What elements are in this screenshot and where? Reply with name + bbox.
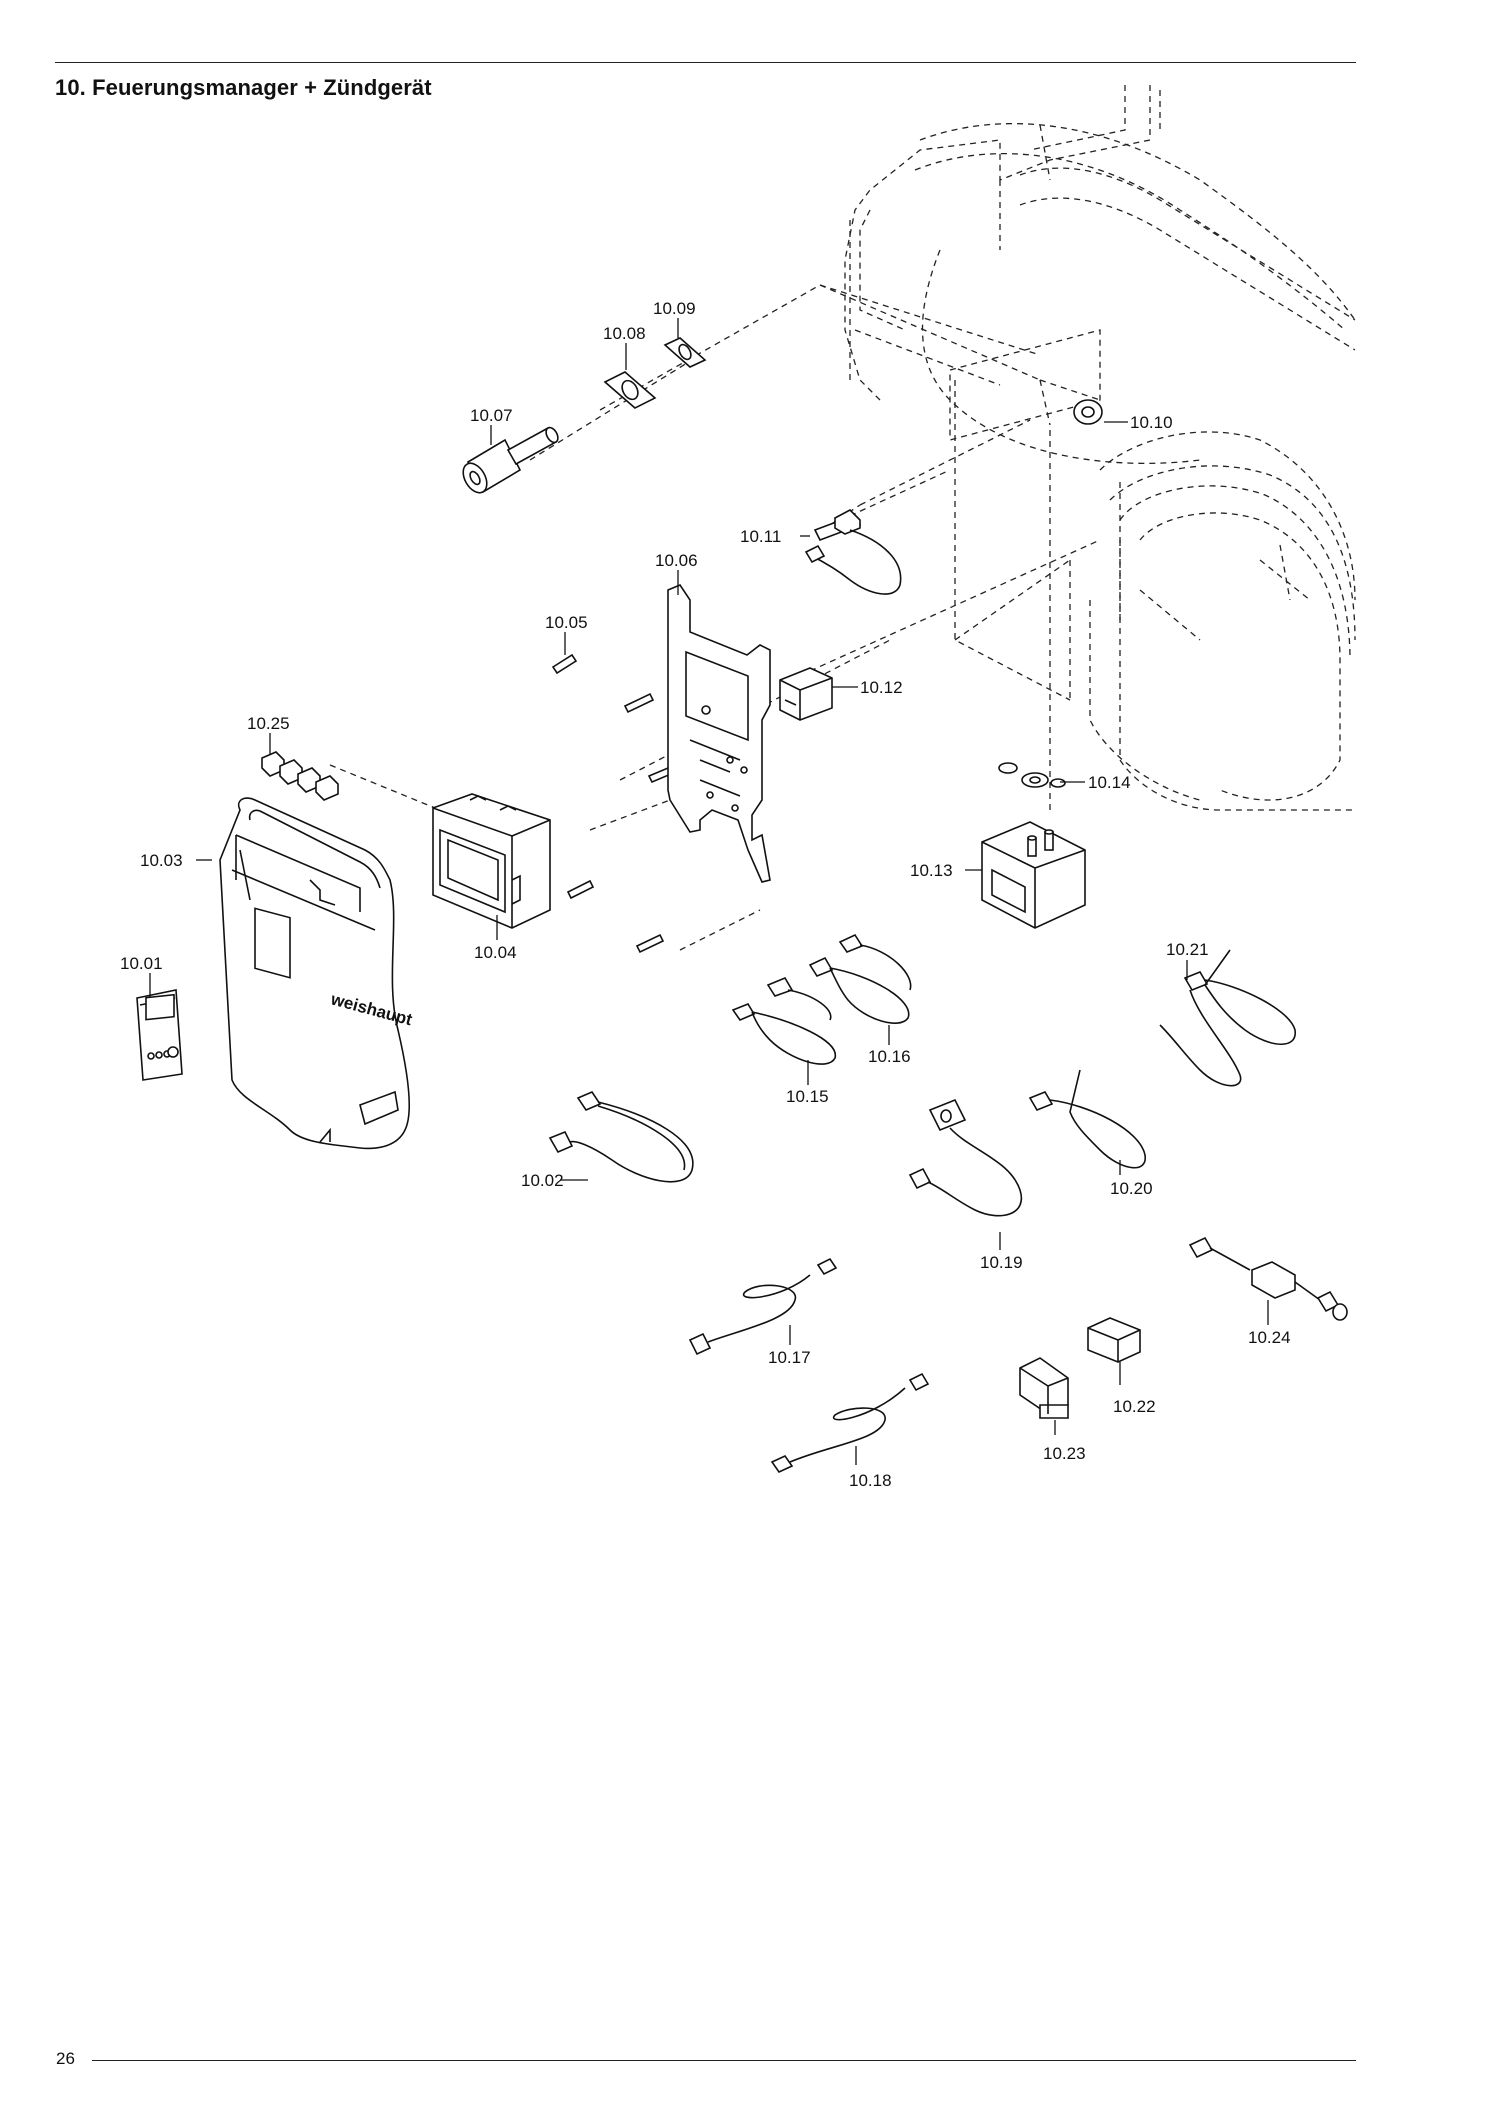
part-sensor-cable-17 bbox=[688, 1257, 838, 1356]
part-flame-sensor bbox=[462, 426, 559, 494]
label-10-03: 10.03 bbox=[140, 851, 183, 870]
part-cable-set-a bbox=[731, 976, 836, 1065]
part-cable-20 bbox=[1028, 1069, 1146, 1169]
part-gasket bbox=[663, 337, 707, 368]
label-10-20: 10.20 bbox=[1110, 1179, 1153, 1198]
part-connection-cable bbox=[548, 1091, 694, 1183]
part-sensor-cable bbox=[804, 509, 902, 595]
label-10-18: 10.18 bbox=[849, 1471, 892, 1490]
part-ignition-transformer bbox=[981, 821, 1086, 929]
part-housing-cover bbox=[219, 797, 410, 1150]
part-solenoid-plug-cable bbox=[908, 1098, 1023, 1217]
part-control-unit bbox=[432, 793, 551, 929]
part-display-module bbox=[136, 989, 183, 1081]
page-title: 10. Feuerungsmanager + Zündgerät bbox=[55, 75, 432, 100]
page-number: 26 bbox=[56, 2049, 75, 2068]
assembly-guide-lines bbox=[329, 284, 1101, 951]
label-10-11: 10.11 bbox=[740, 527, 781, 546]
bottom-rule bbox=[92, 2060, 1356, 2061]
part-cable-set-b bbox=[808, 933, 912, 1024]
label-10-16: 10.16 bbox=[868, 1047, 911, 1066]
part-sight-glass bbox=[1073, 399, 1103, 425]
label-10-13: 10.13 bbox=[910, 861, 953, 880]
label-10-07: 10.07 bbox=[470, 406, 513, 425]
label-10-05: 10.05 bbox=[545, 613, 588, 632]
label-10-23: 10.23 bbox=[1043, 1444, 1086, 1463]
part-mounting-plate bbox=[667, 584, 771, 883]
part-plug-22 bbox=[1087, 1317, 1141, 1363]
label-10-09: 10.09 bbox=[653, 299, 696, 318]
part-spacer-pins bbox=[551, 653, 673, 954]
part-relay bbox=[779, 667, 833, 721]
part-filter-cable bbox=[1188, 1236, 1348, 1321]
part-gasket-set bbox=[998, 762, 1066, 788]
part-sensor-flange bbox=[603, 371, 657, 409]
label-10-21: 10.21 bbox=[1166, 940, 1209, 959]
label-10-06: 10.06 bbox=[655, 551, 698, 570]
label-10-22: 10.22 bbox=[1113, 1397, 1156, 1416]
label-10-19: 10.19 bbox=[980, 1253, 1023, 1272]
part-sensor-cable-18 bbox=[770, 1372, 930, 1474]
label-10-17: 10.17 bbox=[768, 1348, 811, 1367]
label-10-02: 10.02 bbox=[521, 1171, 564, 1190]
top-rule bbox=[55, 62, 1356, 63]
label-10-08: 10.08 bbox=[603, 324, 646, 343]
label-10-24: 10.24 bbox=[1248, 1328, 1291, 1347]
label-leader-lines bbox=[149, 318, 1269, 1465]
burner-housing-outline bbox=[844, 85, 1356, 811]
part-plug-23 bbox=[1019, 1357, 1069, 1419]
label-10-15: 10.15 bbox=[786, 1087, 829, 1106]
label-10-14: 10.14 bbox=[1088, 773, 1131, 792]
label-10-04: 10.04 bbox=[474, 943, 517, 962]
part-cable-21 bbox=[1159, 949, 1296, 1087]
label-10-10: 10.10 bbox=[1130, 413, 1173, 432]
part-plug-set bbox=[261, 751, 339, 801]
label-10-01: 10.01 bbox=[120, 954, 163, 973]
label-10-12: 10.12 bbox=[860, 678, 903, 697]
label-10-25: 10.25 bbox=[247, 714, 290, 733]
